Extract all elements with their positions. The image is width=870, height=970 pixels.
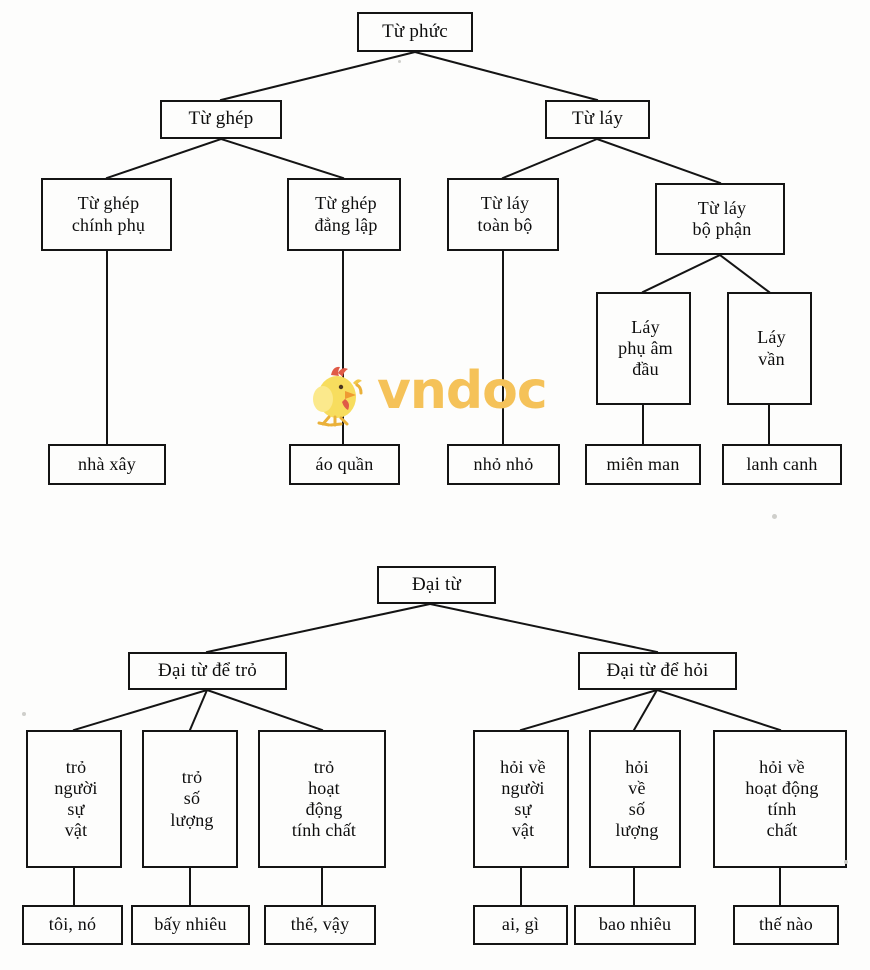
node-line: hỏi về xyxy=(759,756,805,777)
node-line: hoạt xyxy=(308,777,340,798)
node-line: Từ láy xyxy=(697,197,747,218)
scan-speck xyxy=(398,60,401,63)
node-label: Từ phức xyxy=(382,20,448,42)
node-tu-lay[interactable]: Từ láy xyxy=(545,100,650,139)
node-hoi-ve-nguoi-su-vat[interactable]: hỏi về người sự vật xyxy=(473,730,569,868)
leaf-the-nao[interactable]: thế nào xyxy=(733,905,839,945)
node-label: trỏ người sự vật xyxy=(28,757,120,842)
node-line: phụ âm xyxy=(618,337,673,358)
node-dai-tu[interactable]: Đại từ xyxy=(377,566,496,604)
node-label: tôi, nó xyxy=(48,914,97,935)
node-label: Từ láy bộ phận xyxy=(657,198,783,240)
node-line: trỏ xyxy=(181,767,203,788)
node-tu-ghep-dang-lap[interactable]: Từ ghép đẳng lập xyxy=(287,178,401,251)
node-tro-nguoi-su-vat[interactable]: trỏ người sự vật xyxy=(26,730,122,868)
node-hoi-ve-so-luong[interactable]: hỏi về số lượng xyxy=(589,730,681,868)
node-line: sự xyxy=(67,799,85,819)
leaf-ao-quan[interactable]: áo quần xyxy=(289,444,400,485)
node-label: lanh canh xyxy=(746,453,818,474)
node-lay-phu-am-dau[interactable]: Láy phụ âm đầu xyxy=(596,292,691,405)
node-line: lượng xyxy=(170,809,214,830)
node-label: Từ láy toàn bộ xyxy=(449,193,557,235)
node-tro-so-luong[interactable]: trỏ số lượng xyxy=(142,730,238,868)
node-line: chất xyxy=(766,820,798,841)
node-label: Láy vần xyxy=(729,327,810,369)
node-line: vật xyxy=(64,820,88,841)
scan-speck xyxy=(772,514,777,519)
scan-speck xyxy=(22,712,26,716)
node-line: toàn bộ xyxy=(477,214,533,235)
node-line: tính chất xyxy=(291,820,357,841)
node-label: Từ ghép đẳng lập xyxy=(289,193,399,235)
node-label: nhà xây xyxy=(78,453,136,474)
node-tu-phuc[interactable]: Từ phức xyxy=(357,12,473,52)
node-line: động xyxy=(305,799,343,819)
node-label: thế, vậy xyxy=(290,914,350,935)
node-line: hỏi về xyxy=(500,756,546,777)
node-line: trỏ xyxy=(313,756,335,777)
node-line: vần xyxy=(758,348,785,369)
node-line: về xyxy=(628,777,646,798)
node-label: nhỏ nhỏ xyxy=(473,453,534,474)
node-label: Từ ghép xyxy=(188,108,254,130)
node-line: đẳng lập xyxy=(314,214,378,235)
node-label: Từ láy xyxy=(571,108,624,130)
node-line: chính phụ xyxy=(71,214,146,235)
leaf-nho-nho[interactable]: nhỏ nhỏ xyxy=(447,444,560,485)
node-lay-van[interactable]: Láy vần xyxy=(727,292,812,405)
node-label: ai, gì xyxy=(501,914,540,935)
node-label: miên man xyxy=(606,453,680,474)
node-label: trỏ hoạt động tính chất xyxy=(260,757,384,842)
node-label: hỏi về người sự vật xyxy=(475,757,567,842)
node-tu-lay-bo-phan[interactable]: Từ láy bộ phận xyxy=(655,183,785,255)
node-tu-lay-toan-bo[interactable]: Từ láy toàn bộ xyxy=(447,178,559,251)
node-line: số xyxy=(183,788,201,809)
node-label: bao nhiêu xyxy=(598,914,672,935)
scan-speck xyxy=(844,860,848,864)
node-label: bấy nhiêu xyxy=(154,914,227,935)
leaf-the-vay[interactable]: thế, vậy xyxy=(264,905,376,945)
node-line: Từ láy xyxy=(480,193,530,214)
node-label: Đại từ để hỏi xyxy=(606,659,709,681)
node-label: hỏi về hoạt động tính chất xyxy=(715,757,845,842)
node-label: Từ ghép chính phụ xyxy=(43,193,170,235)
leaf-ai-gi[interactable]: ai, gì xyxy=(473,905,568,945)
leaf-toi-no[interactable]: tôi, nó xyxy=(22,905,123,945)
node-line: lượng xyxy=(615,820,659,841)
node-label: thế nào xyxy=(759,914,813,935)
node-line: tính xyxy=(767,799,797,819)
node-label: Đại từ xyxy=(412,573,461,595)
leaf-bay-nhieu[interactable]: bấy nhiêu xyxy=(131,905,250,945)
node-label: áo quần xyxy=(315,453,374,474)
node-hoi-ve-hoat-dong-tinh-chat[interactable]: hỏi về hoạt động tính chất xyxy=(713,730,847,868)
node-line: người xyxy=(501,777,545,798)
node-line: số xyxy=(628,799,646,819)
node-line: trỏ xyxy=(65,756,87,777)
leaf-nha-xay[interactable]: nhà xây xyxy=(48,444,166,485)
node-line: hỏi xyxy=(625,756,649,777)
node-tu-ghep-chinh-phu[interactable]: Từ ghép chính phụ xyxy=(41,178,172,251)
node-line: hoạt động xyxy=(745,777,819,798)
node-dai-tu-de-hoi[interactable]: Đại từ để hỏi xyxy=(578,652,737,690)
node-line: Láy xyxy=(631,316,660,337)
node-line: bộ phận xyxy=(692,219,752,239)
leaf-bao-nhieu[interactable]: bao nhiêu xyxy=(574,905,696,945)
node-tro-hoat-dong-tinh-chat[interactable]: trỏ hoạt động tính chất xyxy=(258,730,386,868)
node-line: Từ ghép xyxy=(315,193,377,214)
node-line: Láy xyxy=(757,327,786,348)
node-label: trỏ số lượng xyxy=(144,767,236,831)
node-line: Từ ghép xyxy=(77,193,140,214)
leaf-mien-man[interactable]: miên man xyxy=(585,444,701,485)
leaf-lanh-canh[interactable]: lanh canh xyxy=(722,444,842,485)
node-line: sự xyxy=(514,799,532,819)
node-line: đầu xyxy=(632,359,659,380)
node-label: hỏi về số lượng xyxy=(591,757,679,842)
node-tu-ghep[interactable]: Từ ghép xyxy=(160,100,282,139)
node-dai-tu-de-tro[interactable]: Đại từ để trỏ xyxy=(128,652,287,690)
node-line: vật xyxy=(511,820,535,841)
node-label: Đại từ để trỏ xyxy=(158,659,257,681)
node-line: người xyxy=(54,777,98,798)
node-label: Láy phụ âm đầu xyxy=(598,317,689,381)
